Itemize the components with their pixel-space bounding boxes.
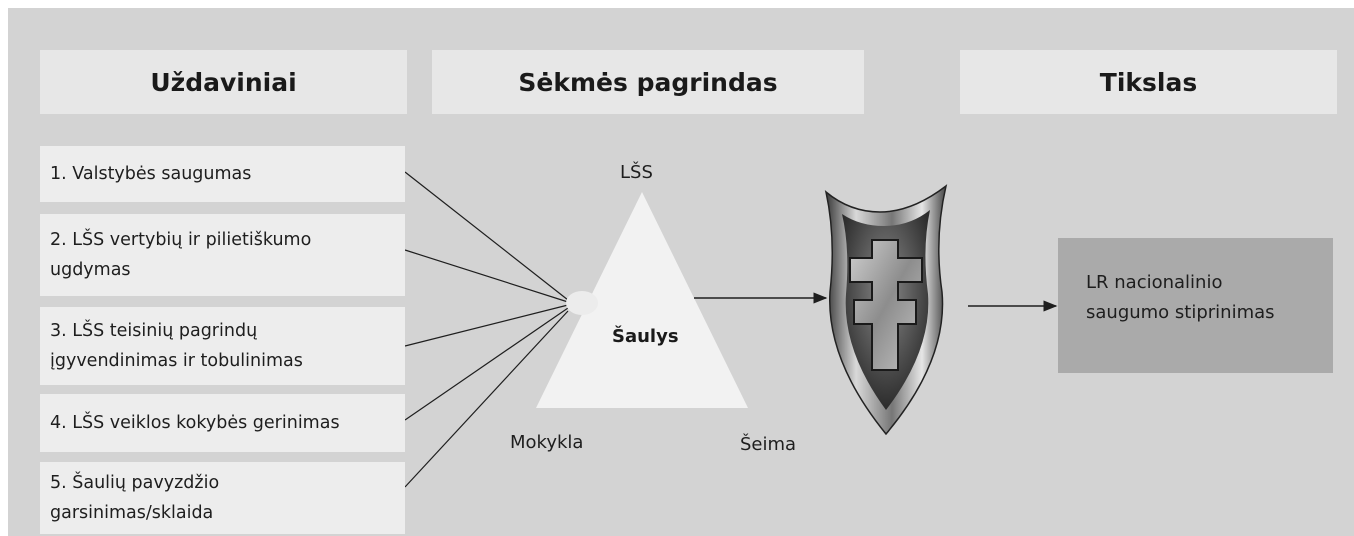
- triangle-center-label: Šaulys: [612, 326, 679, 347]
- connector-task-5: [404, 310, 569, 488]
- task-item-text: 4. LŠS veiklos kokybės gerinimas: [50, 413, 340, 433]
- goal-text: LR nacionalinio saugumo stiprinimas: [1086, 272, 1275, 323]
- header-foundation: Sėkmės pagrindas: [432, 50, 864, 114]
- task-item-5: 5. Šaulių pavyzdžio garsinimas/sklaida: [40, 462, 405, 534]
- header-goal-text: Tikslas: [1099, 67, 1198, 97]
- task-item-2: 2. LŠS vertybių ir pilietiškumo ugdymas: [40, 214, 405, 296]
- connector-task-2: [404, 249, 569, 303]
- task-item-1: 1. Valstybės saugumas: [40, 146, 405, 202]
- task-item-3: 3. LŠS teisinių pagrindų įgyvendinimas i…: [40, 307, 405, 385]
- triangle-bottom-right-label: Šeima: [740, 434, 797, 455]
- header-tasks: Uždaviniai: [40, 50, 407, 114]
- task-connectors: [404, 171, 569, 488]
- triangle-bottom-left-label: Mokykla: [510, 432, 584, 453]
- connector-task-4: [404, 307, 569, 421]
- shield-with-double-cross-icon: [824, 184, 948, 436]
- header-tasks-text: Uždaviniai: [150, 67, 297, 97]
- goal-box: LR nacionalinio saugumo stiprinimas: [1058, 238, 1333, 373]
- task-item-text: 5. Šaulių pavyzdžio garsinimas/sklaida: [50, 473, 220, 523]
- connector-task-3: [404, 304, 569, 347]
- header-foundation-text: Sėkmės pagrindas: [518, 67, 778, 97]
- triangle-convergence-point: [566, 291, 598, 315]
- success-triangle: [536, 192, 748, 408]
- task-item-4: 4. LŠS veiklos kokybės gerinimas: [40, 394, 405, 452]
- task-item-text: 1. Valstybės saugumas: [50, 164, 252, 184]
- header-goal: Tikslas: [960, 50, 1337, 114]
- task-item-text: 3. LŠS teisinių pagrindų įgyvendinimas i…: [50, 321, 303, 371]
- task-item-text: 2. LŠS vertybių ir pilietiškumo ugdymas: [50, 230, 312, 280]
- connector-task-1: [404, 171, 569, 301]
- triangle-top-label: LŠS: [620, 162, 653, 183]
